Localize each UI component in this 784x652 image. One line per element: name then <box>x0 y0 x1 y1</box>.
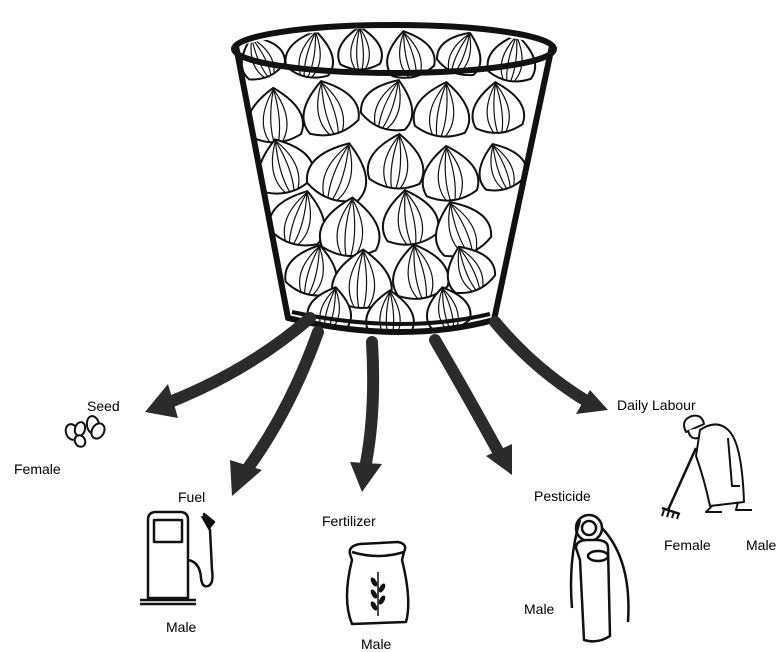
labour-gender-female: Female <box>664 537 711 553</box>
arrow-to-fertilizer <box>366 342 373 463</box>
fertilizer-gender: Male <box>361 636 392 652</box>
labour-gender-male: Male <box>746 537 777 553</box>
arrow-to-pesticide <box>435 340 500 455</box>
fuel-label: Fuel <box>178 489 205 505</box>
fuel-gender: Male <box>166 619 197 635</box>
fertilizer-sack-icon <box>347 542 408 624</box>
onion <box>356 71 422 137</box>
fertilizer-label: Fertilizer <box>322 513 376 529</box>
onion <box>338 26 382 70</box>
labour-label: Daily Labour <box>617 397 696 413</box>
pesticide-gender: Male <box>524 601 555 617</box>
farm-worker-icon <box>662 416 752 519</box>
onion-basket-icon <box>231 24 554 337</box>
seeds-icon <box>64 415 108 449</box>
onion <box>319 196 383 259</box>
arrow-to-labour <box>495 322 588 402</box>
pesticide-label: Pesticide <box>534 488 591 504</box>
seed-label: Seed <box>87 398 120 414</box>
sprayer-icon <box>571 515 628 641</box>
onion <box>366 131 427 191</box>
arrows <box>170 318 588 468</box>
onion <box>418 143 480 204</box>
onion <box>294 73 363 141</box>
onion <box>470 80 526 135</box>
fuel-pump-icon <box>140 512 214 604</box>
seed-gender: Female <box>14 461 61 477</box>
onion <box>411 78 474 140</box>
